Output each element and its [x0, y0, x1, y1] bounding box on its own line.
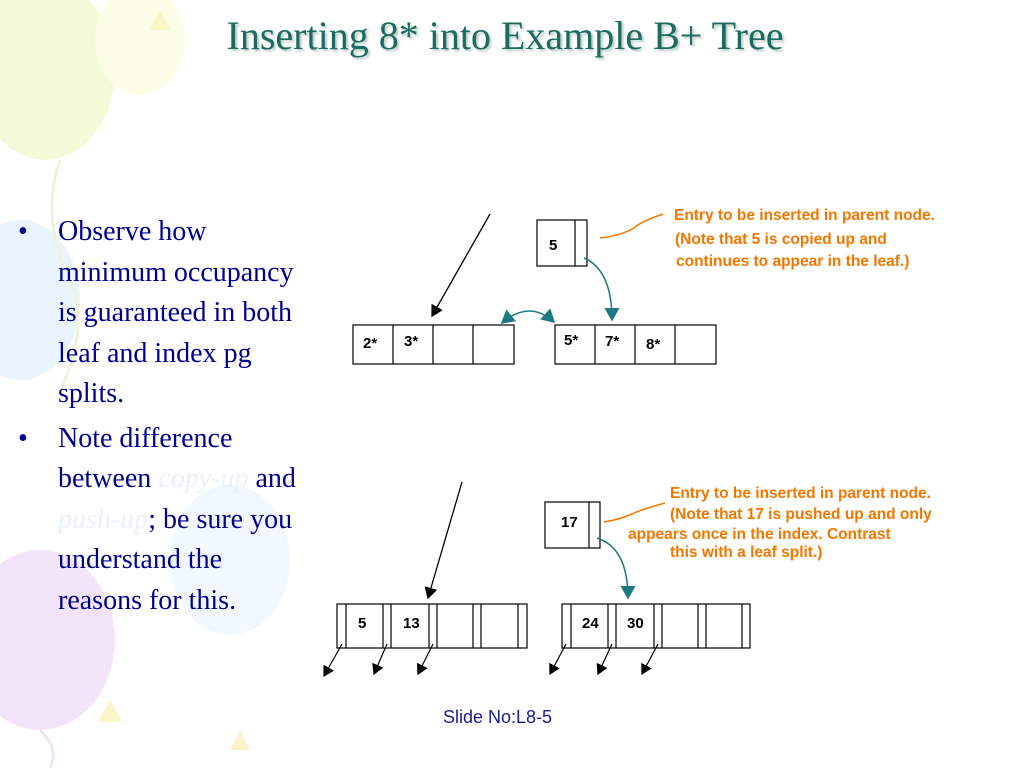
child-pointer-arrow [372, 643, 388, 676]
slide-title: Inserting 8* into Example B+ Tree [226, 13, 784, 58]
bullet-text: Observe how minimum occupancy is guarant… [58, 216, 294, 409]
bullet-dot: • [18, 422, 28, 454]
top-note-line: continues to appear in the leaf.) [676, 253, 909, 270]
top-right-leaf-entry: 7* [605, 333, 619, 350]
child-pointers [323, 643, 659, 678]
top-parent-key: 5 [549, 237, 557, 254]
balloon-decoration [0, 550, 115, 730]
bullet-item: • Note difference between copy-up and pu… [18, 419, 308, 622]
child-pointer-arrow [323, 643, 343, 678]
bullet-text-post: ; be sure you understand the reasons for… [58, 503, 293, 616]
top-right-leaf-entry: 8* [646, 336, 660, 353]
bottom-right-key: 30 [627, 615, 644, 632]
bullet-item: • Observe how minimum occupancy is guara… [18, 212, 308, 415]
top-left-leaf-entry: 2* [363, 335, 377, 352]
star-decoration [98, 700, 122, 722]
balloon-string [38, 728, 55, 768]
bottom-parent-node: 17 [544, 501, 601, 549]
top-incoming-pointer [431, 213, 491, 318]
bullet-text-mid: and [248, 463, 296, 494]
bottom-left-key: 5 [358, 615, 366, 632]
child-pointer-arrow [641, 643, 659, 676]
star-decoration [150, 10, 170, 30]
top-left-leaf-entry: 3* [404, 333, 418, 350]
push-up-term: push-up [58, 503, 149, 535]
balloon-decoration [0, 0, 115, 160]
top-note-callout [599, 213, 664, 239]
top-right-leaf-entry: 5* [564, 332, 578, 349]
bullet-dot: • [18, 216, 28, 247]
bottom-parent-pointer [596, 537, 636, 600]
top-left-leaf: 2* 3* [352, 324, 515, 365]
child-pointer-arrow [596, 643, 613, 676]
bottom-parent-key: 17 [561, 514, 578, 531]
bottom-note-callout [603, 502, 666, 523]
top-note-line: Entry to be inserted in parent node. [674, 207, 935, 224]
bottom-left-index-node: 5 13 [336, 603, 528, 649]
bottom-note-line: this with a leaf split.) [670, 544, 822, 561]
bottom-note-line: Entry to be inserted in parent node. [670, 485, 931, 502]
child-pointer-arrow [549, 643, 567, 676]
bullet-list: • Observe how minimum occupancy is guara… [18, 212, 308, 625]
top-note-line: (Note that 5 is copied up and [675, 231, 887, 248]
bottom-incoming-pointer [424, 481, 463, 600]
bottom-left-key: 13 [403, 615, 420, 632]
copy-up-term: copy-up [158, 463, 249, 494]
top-parent-node: 5 [536, 219, 588, 267]
balloon-string [50, 159, 80, 391]
star-decoration [230, 730, 250, 750]
bullet-text-pre: Note difference between [58, 422, 233, 495]
balloon-decoration [170, 485, 290, 635]
slide-number: Slide No:L8-5 [443, 707, 553, 727]
bottom-right-index-node: 24 30 [561, 603, 751, 649]
bottom-note-line: (Note that 17 is pushed up and only [670, 506, 932, 523]
bottom-right-key: 24 [582, 615, 599, 632]
bottom-note-line: appears once in the index. Contrast [628, 526, 891, 543]
child-pointer-arrow [416, 643, 434, 676]
sibling-link-arrow [500, 308, 556, 324]
top-parent-pointer [583, 257, 620, 322]
top-right-leaf: 5* 7* 8* [554, 324, 717, 365]
